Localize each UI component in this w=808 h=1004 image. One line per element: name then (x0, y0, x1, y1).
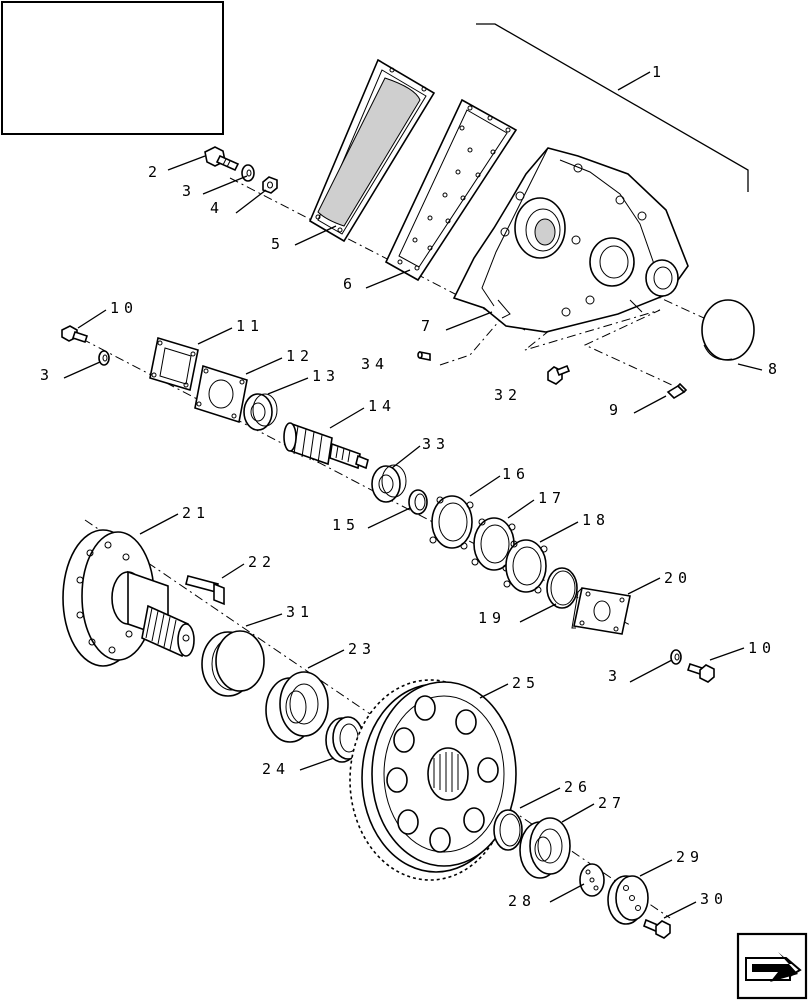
title-block-box (1, 1, 224, 135)
end-plate-29[interactable] (607, 875, 649, 925)
gasket-6[interactable] (384, 98, 518, 282)
leader-lines (63, 71, 763, 919)
cap-8[interactable] (701, 299, 755, 361)
callout-3-right: 3 (608, 667, 622, 685)
cover-20[interactable] (571, 587, 631, 635)
callout-27: 27 (598, 794, 626, 812)
bearing-23[interactable] (265, 671, 329, 743)
washer-3-right[interactable] (670, 649, 682, 665)
snap-ring-19[interactable] (546, 567, 578, 609)
callout-25: 25 (512, 674, 540, 692)
bolt-10-upper[interactable] (61, 325, 89, 344)
output-flange-21[interactable] (62, 529, 195, 667)
gear-housing-7[interactable] (452, 147, 689, 333)
callout-10-lower: 10 (748, 639, 776, 657)
callout-labels: 1 2 3 4 5 6 7 8 9 10 3 11 12 13 14 34 32… (40, 63, 782, 910)
callout-11: 11 (236, 317, 264, 335)
callout-24: 24 (262, 760, 290, 778)
bearing-27[interactable] (519, 817, 571, 879)
axis-line-bolt-32 (524, 309, 673, 386)
assembly-bracket (476, 23, 749, 192)
callout-1: 1 (652, 63, 666, 81)
shim-16[interactable] (429, 495, 474, 550)
washer-3[interactable] (241, 164, 255, 182)
callout-2: 2 (148, 163, 162, 181)
axis-line-cover (229, 177, 526, 331)
callout-4: 4 (210, 199, 224, 217)
washer-28[interactable] (579, 863, 605, 897)
callout-29: 29 (676, 848, 704, 866)
snap-ring-26[interactable] (493, 809, 523, 851)
callout-15: 15 (332, 516, 360, 534)
axis-line-output (84, 519, 671, 919)
callout-34: 34 (361, 355, 389, 373)
plug-9[interactable] (666, 382, 688, 400)
bolt-2[interactable] (204, 146, 240, 172)
callout-21: 21 (182, 504, 210, 522)
bolt-30[interactable] (643, 918, 671, 939)
callout-30: 30 (700, 890, 728, 908)
shim-17[interactable] (471, 517, 516, 572)
gasket-12[interactable] (194, 364, 248, 424)
callout-14: 14 (368, 397, 396, 415)
bearing-33[interactable] (371, 464, 407, 503)
bolt-10-lower[interactable] (686, 662, 715, 683)
dowel-pin-34[interactable] (417, 351, 431, 361)
callout-3: 3 (182, 182, 196, 200)
callout-33: 33 (422, 435, 450, 453)
callout-9: 9 (609, 401, 623, 419)
seal-31[interactable] (201, 630, 265, 697)
next-page-arrow-icon[interactable] (736, 932, 808, 1000)
callout-7: 7 (421, 317, 435, 335)
callout-6: 6 (343, 275, 357, 293)
callout-32: 32 (494, 386, 522, 404)
callout-8: 8 (768, 360, 782, 378)
callout-16: 16 (502, 465, 530, 483)
washer-3-left[interactable] (98, 350, 110, 366)
callout-10-upper: 10 (110, 299, 138, 317)
callout-28: 28 (508, 892, 536, 910)
callout-18: 18 (582, 511, 610, 529)
axis-line-pin-34 (439, 319, 501, 366)
nut-4[interactable] (262, 176, 278, 194)
callout-22: 22 (248, 553, 276, 571)
callout-19: 19 (478, 609, 506, 627)
shim-18[interactable] (503, 539, 548, 594)
callout-5: 5 (271, 235, 285, 253)
callout-13: 13 (312, 367, 340, 385)
ring-15[interactable] (408, 489, 428, 515)
bearing-race-24[interactable] (325, 716, 364, 763)
callout-20: 20 (664, 569, 692, 587)
bolt-22[interactable] (185, 575, 225, 606)
bearing-13[interactable] (243, 393, 278, 431)
pinion-shaft-14[interactable] (283, 422, 369, 470)
axis-line-pinion (64, 329, 631, 626)
callout-17: 17 (538, 489, 566, 507)
callout-31: 31 (286, 603, 314, 621)
cover-11[interactable] (149, 336, 199, 392)
bolt-32[interactable] (547, 364, 571, 385)
callout-3-left: 3 (40, 366, 54, 384)
callout-23: 23 (348, 640, 376, 658)
cover-plate-5[interactable] (308, 58, 436, 243)
callout-12: 12 (286, 347, 314, 365)
gear-25[interactable] (349, 679, 517, 881)
callout-26: 26 (564, 778, 592, 796)
